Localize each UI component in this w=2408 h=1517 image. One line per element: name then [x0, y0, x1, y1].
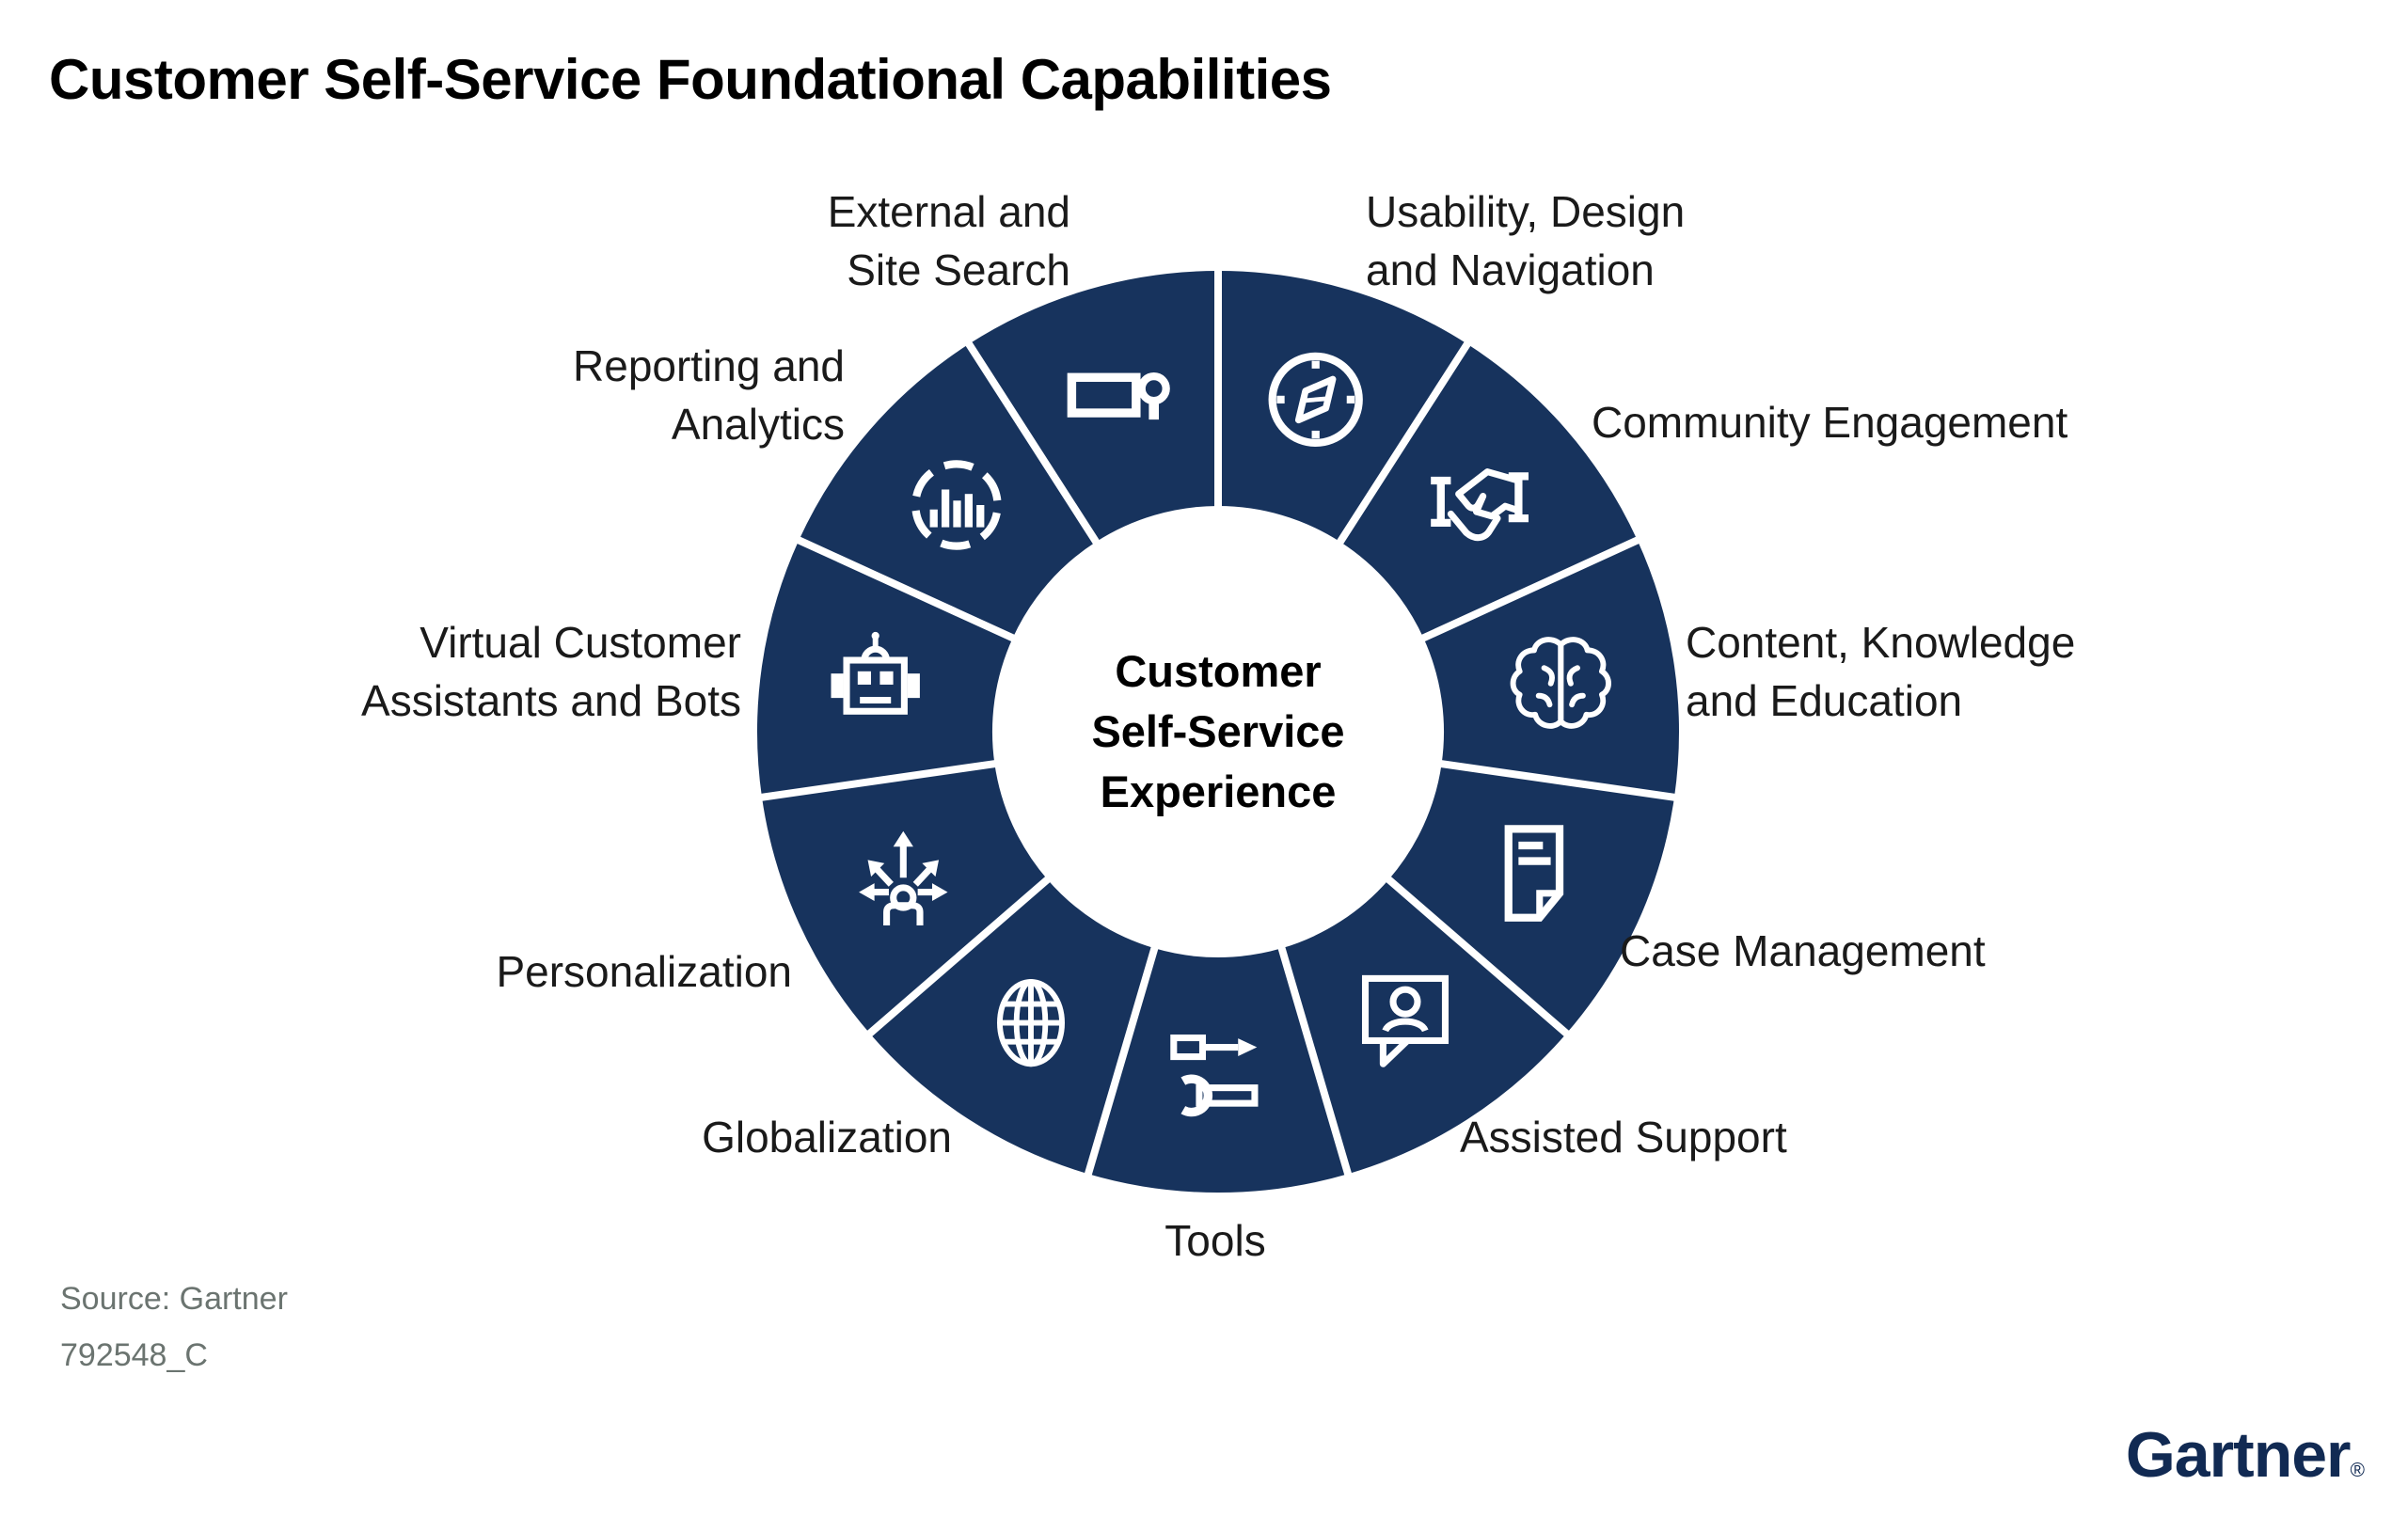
label-case-management: Case Management [1620, 926, 1986, 975]
label-usability-design-navigation: Usability, Design and Navigation [1366, 187, 1686, 294]
segment-usability-design-navigation [1218, 271, 1467, 543]
segment-divider [1084, 942, 1160, 1178]
label-content-knowledge-education: Content, Knowledge and Education [1686, 618, 2076, 725]
segment-divider [1334, 340, 1472, 548]
source-note: Source: Gartner [60, 1281, 288, 1317]
wheel-center-title: Customer Self-Service Experience [1091, 646, 1345, 816]
label-virtual-customer-assistants-bots: Virtual Customer Assistants and Bots [361, 618, 741, 725]
segment-content-knowledge-education [1423, 540, 1679, 798]
label-globalization: Globalization [702, 1113, 952, 1161]
segment-virtual-customer-assistants-bots [757, 540, 1013, 798]
label-personalization: Personalization [496, 947, 792, 996]
label-reporting-analytics: Reporting and Analytics [573, 341, 845, 449]
segment-divider [758, 759, 1000, 802]
registered-mark: ® [2350, 1460, 2365, 1481]
segment-globalization [869, 879, 1155, 1175]
segment-external-site-search [969, 271, 1218, 543]
segment-divider [864, 873, 1054, 1038]
document-id: 792548_C [60, 1337, 208, 1373]
gartner-logo: Gartner® [2126, 1418, 2365, 1492]
segment-case-management [1388, 764, 1674, 1034]
segment-divider [794, 535, 1019, 644]
segment-community-engagement [1339, 343, 1638, 639]
segment-tools [1088, 948, 1348, 1193]
label-assisted-support: Assisted Support [1460, 1113, 1787, 1161]
segment-divider [1276, 942, 1353, 1178]
label-external-site-search: External and Site Search [827, 187, 1070, 294]
segment-divider [964, 340, 1102, 548]
globe-icon [1000, 982, 1062, 1064]
label-community-engagement: Community Engagement [1592, 398, 2068, 447]
segment-personalization [762, 764, 1048, 1034]
segment-divider [1436, 759, 1678, 802]
gartner-logo-text: Gartner [2125, 1419, 2352, 1491]
label-tools: Tools [1164, 1216, 1266, 1265]
ring-segments [757, 271, 1679, 1193]
segment-dividers [758, 268, 1678, 1178]
segment-divider [1382, 873, 1572, 1038]
segment-divider [1418, 535, 1642, 644]
page-title: Customer Self-Service Foundational Capab… [49, 48, 1332, 111]
